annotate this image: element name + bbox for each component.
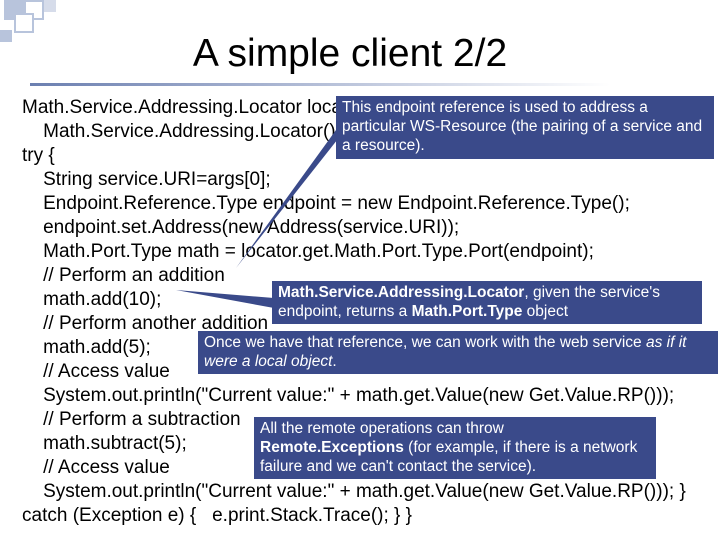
callout-endpoint-reference: This endpoint reference is used to addre… xyxy=(336,96,714,159)
callout-text: All the remote operations can throw xyxy=(260,420,504,437)
code-line: math.subtract(5); xyxy=(22,433,187,454)
callout-pointer xyxy=(176,290,274,308)
code-line: Math.Port.Type math = locator.get.Math.P… xyxy=(22,241,594,262)
callout-text: (for example, if there is a network fail… xyxy=(260,439,638,475)
code-line: // Perform a subtraction xyxy=(22,409,241,430)
title-underline xyxy=(30,83,610,86)
decorative-square xyxy=(0,30,12,42)
callout-text: Once we have that reference, we can work… xyxy=(204,334,646,351)
code-line: // Access value xyxy=(22,457,170,478)
callout-bold: Remote.Exceptions xyxy=(260,439,404,456)
callout-italic: as if it were a local object xyxy=(204,334,687,370)
code-line: Math.Service.Addressing.Locator(); xyxy=(22,121,341,142)
callout-text: object xyxy=(522,303,569,320)
callout-locator: Math.Service.Addressing.Locator, given t… xyxy=(272,281,702,324)
code-line: catch (Exception e) { e.print.Stack.Trac… xyxy=(22,505,413,526)
slide-title: A simple client 2/2 xyxy=(192,32,508,75)
code-line: // Access value xyxy=(22,361,170,382)
code-line: try { xyxy=(22,145,55,166)
callout-text: . xyxy=(332,353,337,370)
decorative-square xyxy=(44,0,56,12)
code-line: // Perform an addition xyxy=(22,265,225,286)
callout-text: , given the service's endpoint, returns … xyxy=(278,284,660,320)
code-line: math.add(5); xyxy=(22,337,151,358)
code-line: System.out.println("Current value:" + ma… xyxy=(22,481,686,502)
callout-bold: Math.Port.Type xyxy=(411,303,523,320)
code-line: System.out.println("Current value:" + ma… xyxy=(22,385,675,406)
callout-bold: Math.Service.Addressing.Locator xyxy=(278,284,525,301)
code-line: String service.URI=args[0]; xyxy=(22,169,271,190)
code-line: endpoint.set.Address(new Address(service… xyxy=(22,217,460,238)
decorative-square xyxy=(14,13,34,33)
callout-remote-exceptions: All the remote operations can throw Remo… xyxy=(254,417,656,479)
code-line: Endpoint.Reference.Type endpoint = new E… xyxy=(22,193,630,214)
callout-local-object: Once we have that reference, we can work… xyxy=(198,331,718,374)
code-line: // Perform another addition xyxy=(22,313,269,334)
code-line: math.add(10); xyxy=(22,289,162,310)
